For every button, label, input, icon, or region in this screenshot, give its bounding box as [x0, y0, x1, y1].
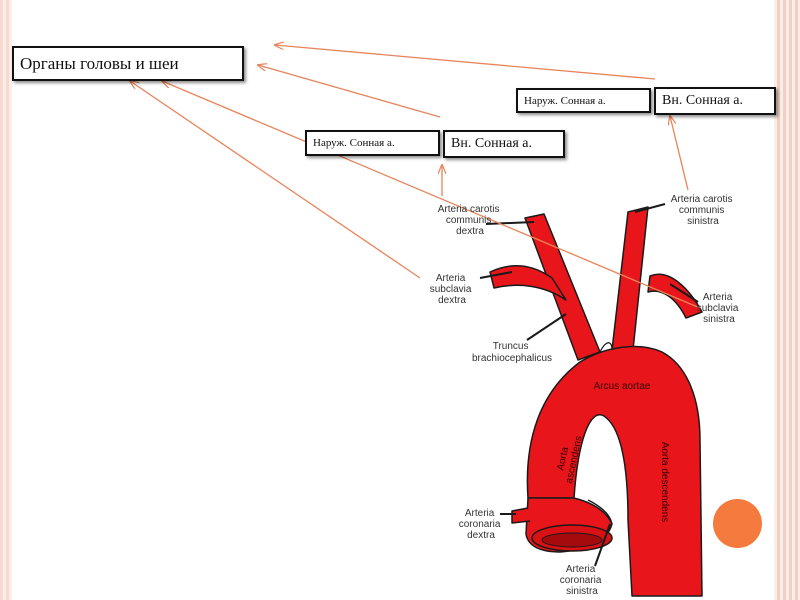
- label-coronaria-sinistra: Arteria coronaria sinistra: [560, 564, 604, 597]
- relation-arrows: [130, 45, 701, 309]
- label-carotis-sinistra: Arteria carotis communis sinistra: [671, 194, 735, 227]
- ext-carotid-left-box: Наруж. Сонная а.: [516, 88, 651, 113]
- arrow-to-head-neck-3: [162, 81, 701, 309]
- subclavia-sinistra-shape: [647, 273, 703, 319]
- leader-lines: [479, 203, 699, 567]
- orange-accent-circle: [713, 499, 762, 548]
- int-carotid-left-box: Вн. Сонная а.: [654, 87, 776, 115]
- label-descendens: Aorta descendens: [659, 442, 670, 523]
- label-subclavia-sinistra: Arteria subclavia sinistra: [697, 292, 741, 325]
- ext-carotid-right-box: Наруж. Сонная а.: [305, 130, 440, 156]
- arrow-to-head-neck-2: [258, 65, 441, 118]
- int-carotid-right-box: Вн. Сонная а.: [443, 130, 565, 158]
- coronaria-dextra-shape: [511, 507, 531, 524]
- label-ascendens: Aorta ascendens: [553, 433, 585, 485]
- label-arcus: Arcus aortae: [594, 381, 651, 392]
- coronaria-sinistra-shape: [587, 499, 613, 525]
- label-subclavia-dextra: Arteria subclavia dextra: [430, 273, 474, 306]
- label-coronaria-dextra: Arteria coronaria dextra: [459, 508, 503, 541]
- head-neck-box: Органы головы и шеи: [12, 46, 244, 81]
- arrow-to-int-left: [670, 116, 689, 191]
- arcus-aortae-shape: [526, 345, 703, 597]
- arrow-to-head-neck-1: [275, 45, 656, 80]
- right-decorative-border: [774, 0, 800, 600]
- subclavia-dextra-shape: [489, 265, 567, 301]
- label-carotis-dextra: Arteria carotis communis dextra: [438, 204, 502, 237]
- arrow-to-head-neck-4: [130, 81, 421, 279]
- left-decorative-border: [0, 0, 12, 600]
- label-truncus: Truncus brachiocephalicus: [472, 341, 552, 364]
